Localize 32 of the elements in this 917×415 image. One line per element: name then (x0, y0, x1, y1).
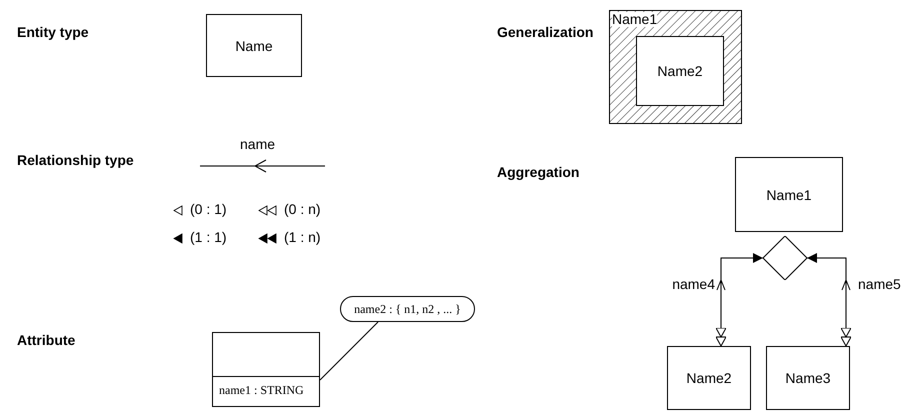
cardinality-label: (1 : n) (284, 229, 321, 245)
section-title: Aggregation (497, 164, 580, 180)
attribute-box (212, 332, 320, 407)
entity-name: Name (235, 38, 273, 54)
generalization-box (609, 10, 742, 124)
cardinality-label: (0 : 1) (190, 201, 227, 217)
value-bubble (340, 296, 475, 322)
edge-label: name4 (672, 276, 715, 292)
entity-name: Name1 (612, 12, 658, 27)
diamond-shape (763, 236, 807, 280)
relationship-line (806, 253, 852, 346)
entity-box (636, 36, 724, 106)
section-title: Generalization (497, 24, 594, 40)
entity-name: Name3 (785, 370, 831, 386)
section-title: Attribute (17, 332, 76, 348)
relationship-name: name (240, 136, 276, 152)
entity-box (667, 346, 751, 410)
value-text: name2 : { n1, n2 , ... } (354, 302, 461, 316)
section-title: Entity type (17, 24, 89, 40)
entity-box (206, 14, 302, 77)
entity-name: Name1 (766, 186, 812, 202)
entity-name: Name2 (657, 63, 703, 79)
entity-box (766, 346, 850, 410)
cardinality-label: (0 : n) (284, 201, 321, 217)
attribute-text: name1 : STRING (219, 383, 304, 398)
leader-line (320, 322, 378, 380)
relationship-line (716, 253, 764, 346)
entity-name: Name2 (686, 370, 732, 386)
section-title: Relationship type (17, 152, 134, 168)
cardinality-label: (1 : 1) (190, 229, 227, 245)
edge-label: name5 (858, 276, 901, 292)
entity-box (735, 157, 843, 232)
